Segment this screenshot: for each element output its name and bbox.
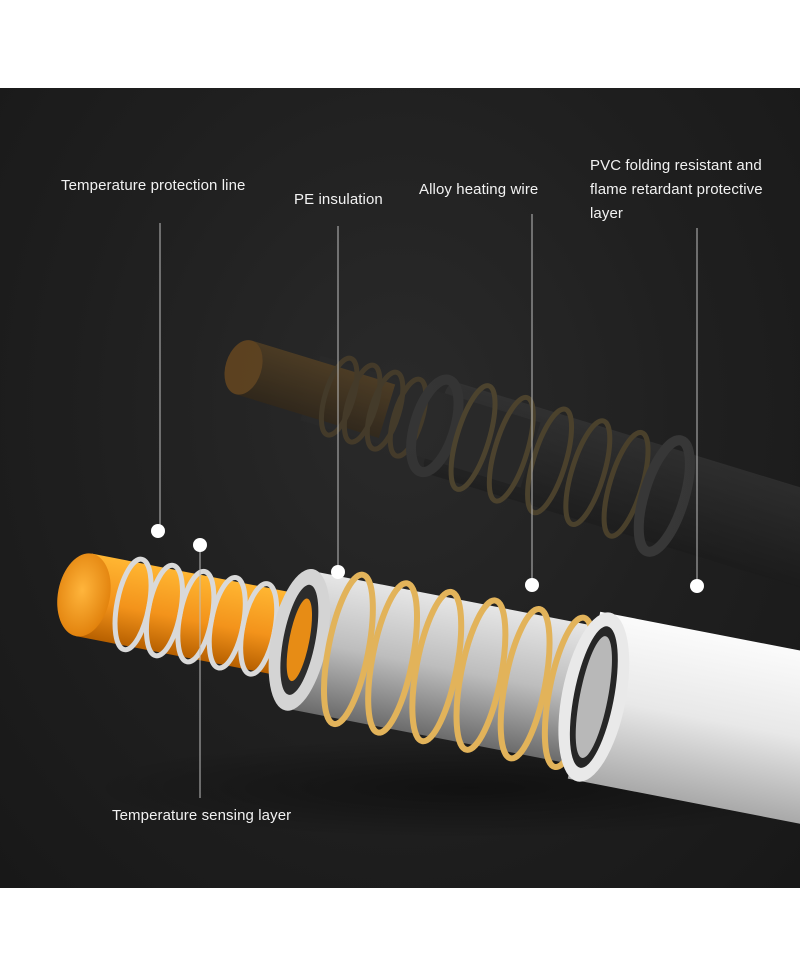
pvc-sheath (567, 611, 800, 836)
label-pe-insulation: PE insulation (294, 191, 383, 208)
marker-dot-pvc (690, 579, 704, 593)
label-temperature-protection-line: Temperature protection line (61, 177, 246, 194)
label-pvc-protective-layer: PVC folding resistant and flame retardan… (590, 157, 763, 222)
main-cable (57, 553, 800, 836)
marker-dot-alloy (525, 578, 539, 592)
marker-dots (151, 524, 704, 593)
label-temperature-sensing-layer: Temperature sensing layer (112, 807, 292, 824)
leader-lines (159, 214, 698, 798)
orange-core (75, 553, 318, 681)
marker-dot-pe (331, 565, 345, 579)
core-end-face (57, 553, 111, 637)
label-alloy-heating-wire: Alloy heating wire (419, 181, 539, 198)
core-inside-ring (286, 598, 313, 682)
marker-dot-sensing (193, 538, 207, 552)
marker-dot-protection (151, 524, 165, 538)
pe-inside-sheath (575, 636, 612, 758)
cable-cross-section-diagram (57, 214, 800, 838)
diagram-panel: Temperature protection line PE insulatio… (0, 88, 800, 888)
background-cable (224, 340, 800, 592)
